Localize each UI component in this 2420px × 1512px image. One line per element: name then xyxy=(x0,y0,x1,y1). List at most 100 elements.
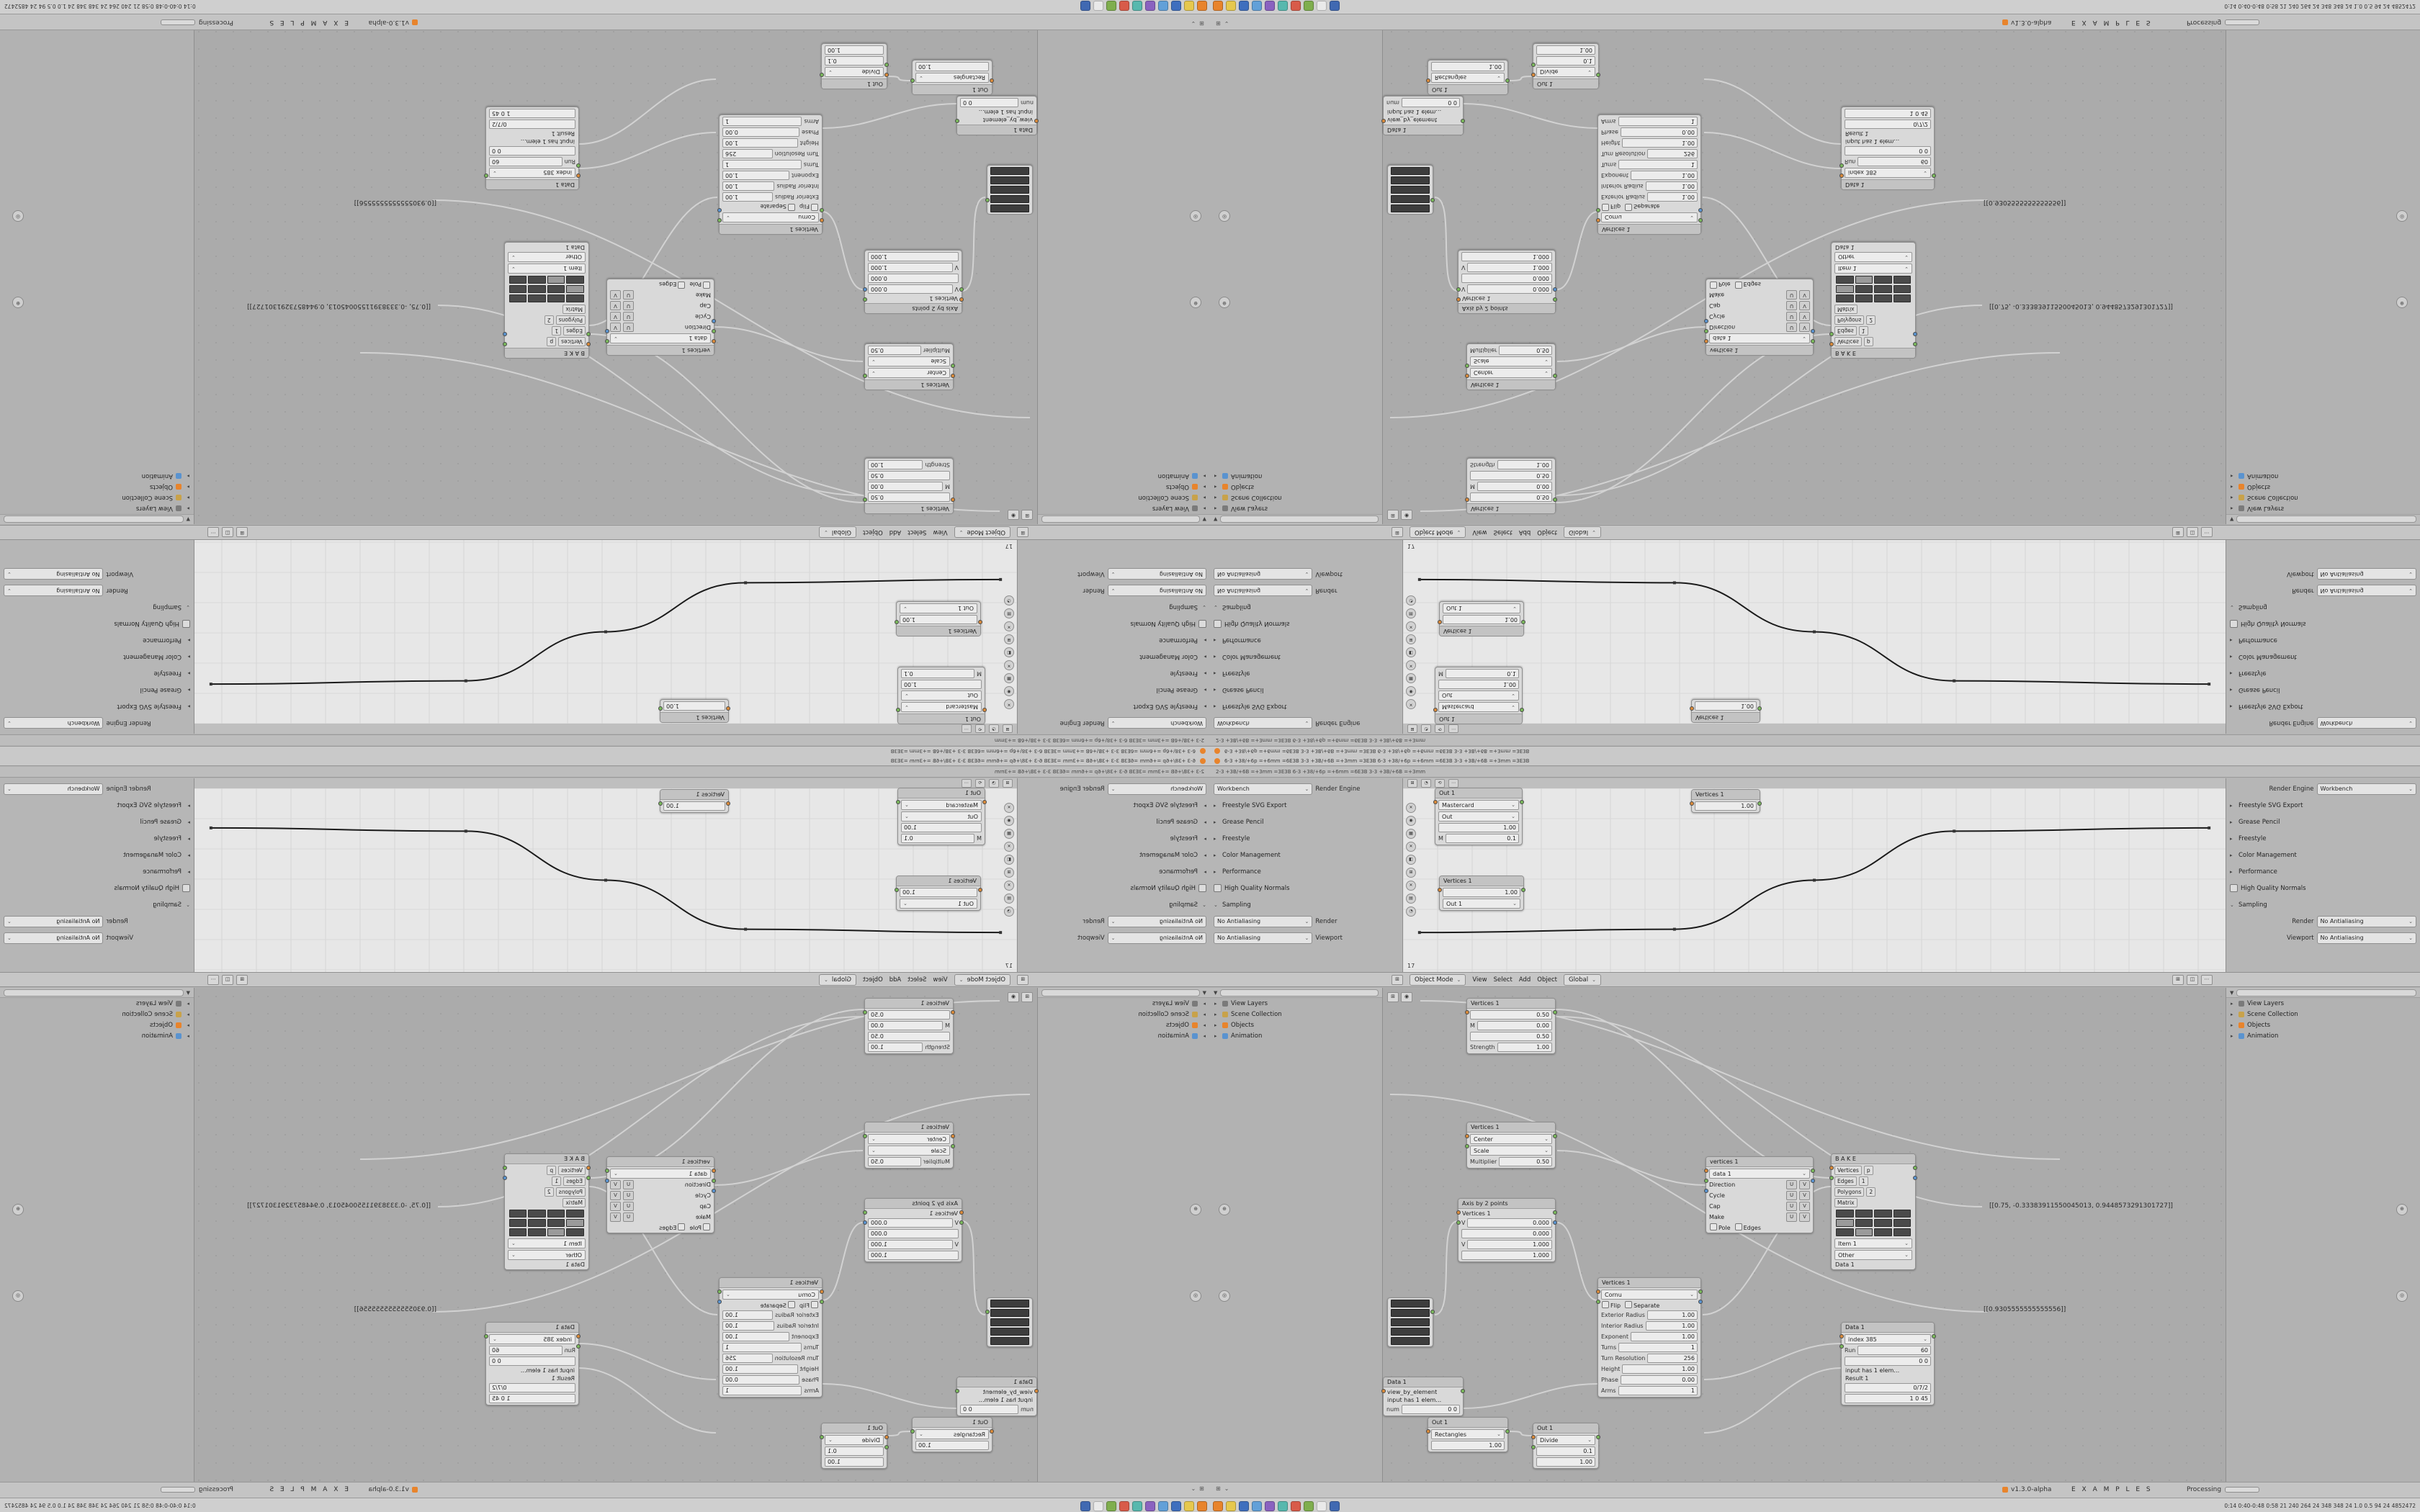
node-title[interactable]: Vertices 1 xyxy=(720,1278,822,1288)
node-field[interactable]: 60 xyxy=(489,157,563,166)
socket-output[interactable] xyxy=(503,1176,507,1180)
socket-input[interactable] xyxy=(1531,73,1536,77)
panel-icon[interactable]: ▤ xyxy=(1406,608,1416,618)
property-value-select[interactable]: No Antialiasing⌄ xyxy=(1107,585,1206,597)
toggle-button-v[interactable]: V xyxy=(1799,312,1810,321)
node-field[interactable]: 0.50 xyxy=(868,492,950,502)
node-select[interactable]: Mastercard⌄ xyxy=(901,702,982,712)
node-title[interactable]: Data 1 xyxy=(957,1377,1036,1387)
node-field[interactable]: 0.50 xyxy=(868,471,950,480)
menu-add[interactable]: Add xyxy=(889,528,902,536)
filter-icon[interactable]: ▼ xyxy=(186,516,190,523)
node-field[interactable]: 1.000 xyxy=(1461,1251,1552,1260)
node-title[interactable]: Data 1 xyxy=(957,125,1036,135)
toggle-button-u[interactable]: U xyxy=(1786,312,1797,321)
properties-section-row[interactable]: ▸Performance xyxy=(1021,632,1206,649)
socket-input[interactable] xyxy=(712,1189,716,1193)
taskbar-app-9-icon[interactable] xyxy=(1317,1,1327,11)
matrix-toggle[interactable] xyxy=(547,1228,565,1236)
socket-input[interactable] xyxy=(820,1290,824,1294)
node-field[interactable]: 60 xyxy=(489,1346,563,1355)
properties-section-row[interactable]: ▸Freestyle xyxy=(4,830,190,847)
properties-section-row[interactable]: ▸Color Management xyxy=(2230,847,2416,863)
properties-section-row[interactable]: ⌄Sampling xyxy=(1214,599,1399,616)
socket-input[interactable] xyxy=(712,1179,716,1183)
matrix-toggle[interactable] xyxy=(547,276,565,284)
socket-input[interactable] xyxy=(1465,1144,1469,1148)
socket-chip[interactable]: 2 xyxy=(544,1187,554,1197)
socket-chip[interactable]: Edges xyxy=(1834,1176,1857,1186)
node-field[interactable]: 1 xyxy=(722,1386,802,1395)
node-field[interactable]: 0 0 xyxy=(489,146,575,156)
node-title[interactable]: Out 1 xyxy=(822,78,887,89)
panel-icon[interactable]: ▤ xyxy=(1406,894,1416,904)
taskbar-app-5-icon[interactable] xyxy=(1265,1,1275,11)
panel-icon[interactable]: ◧ xyxy=(1004,647,1014,657)
matrix-toggle[interactable] xyxy=(1893,294,1911,302)
taskbar-app-9-icon[interactable] xyxy=(1093,1,1103,11)
properties-section-row[interactable]: ▸Freestyle SVG Export xyxy=(2230,797,2416,814)
node-field[interactable]: 256 xyxy=(722,149,773,158)
node-title[interactable]: Data 1 xyxy=(1842,179,1934,189)
socket-input[interactable] xyxy=(1596,1290,1600,1294)
node-checkbox-flip[interactable]: Flip xyxy=(1602,203,1621,211)
header-button[interactable]: ◫ xyxy=(222,974,233,985)
menu-select[interactable]: Select xyxy=(1493,528,1512,536)
graph-menu-icon[interactable]: ⋯ xyxy=(1448,724,1458,733)
node-field[interactable]: 1.00 xyxy=(1443,615,1520,624)
toggle-button-v[interactable]: V xyxy=(610,1202,621,1211)
expand-arrow-icon[interactable]: ▸ xyxy=(1214,1032,1217,1039)
outliner-search-input[interactable] xyxy=(1041,516,1200,523)
mode-select[interactable]: Object Mode ⌄ xyxy=(954,526,1010,539)
matrix-toggle[interactable] xyxy=(1836,1219,1854,1227)
socket-input[interactable] xyxy=(1438,888,1442,892)
node-editor-button[interactable]: ◉ xyxy=(1008,992,1019,1002)
node-field[interactable]: 1.00 xyxy=(1536,45,1595,55)
socket-chip[interactable]: Polygons xyxy=(1834,1187,1865,1197)
orientation-select[interactable]: Global ⌄ xyxy=(819,526,857,539)
socket-input[interactable] xyxy=(1704,339,1708,343)
node-field[interactable]: 0.1 xyxy=(825,1446,884,1456)
node-field[interactable]: 1.00 xyxy=(915,62,989,71)
properties-section-row[interactable]: ▸Freestyle xyxy=(1021,665,1206,682)
expand-arrow-icon[interactable]: ▸ xyxy=(1214,1000,1217,1007)
matrix-toggle[interactable] xyxy=(1855,276,1873,284)
curve-handle[interactable] xyxy=(209,683,212,686)
socket-output[interactable] xyxy=(503,342,507,346)
socket-output[interactable] xyxy=(863,297,867,302)
taskbar-app-3-icon[interactable] xyxy=(1239,1,1249,11)
socket-output[interactable] xyxy=(896,708,900,712)
menu-view[interactable]: View xyxy=(933,528,948,536)
socket-output[interactable] xyxy=(863,374,867,378)
panel-icon[interactable]: ◧ xyxy=(1004,855,1014,865)
mode-select[interactable]: Object Mode ⌄ xyxy=(1410,526,1466,539)
panel-icon[interactable]: ▦ xyxy=(1406,829,1416,839)
node-title[interactable]: Vertices 1 xyxy=(660,790,728,800)
node-field[interactable]: 0 0 xyxy=(489,1356,575,1366)
properties-section-row[interactable]: ▸Freestyle xyxy=(1021,830,1206,847)
node-title[interactable]: Out 1 xyxy=(898,714,985,724)
socket-input[interactable] xyxy=(951,1144,955,1148)
socket-input[interactable] xyxy=(1465,364,1469,368)
socket-chip[interactable]: Polygons xyxy=(555,1187,586,1197)
matrix-toggle[interactable] xyxy=(528,285,546,293)
socket-input[interactable] xyxy=(1690,706,1694,711)
matrix-toggle[interactable] xyxy=(1836,294,1854,302)
matrix-toggle[interactable] xyxy=(547,285,565,293)
socket-output[interactable] xyxy=(820,73,824,77)
grid-icon[interactable]: ⊞ xyxy=(1199,1485,1204,1492)
node-checkbox-flip[interactable]: Flip xyxy=(1602,1301,1621,1309)
node-select[interactable]: Other⌄ xyxy=(1834,252,1912,262)
node-field[interactable]: 1 xyxy=(722,1343,802,1352)
node-palette[interactable] xyxy=(985,1297,1033,1347)
node-select[interactable]: Other⌄ xyxy=(508,1250,586,1260)
